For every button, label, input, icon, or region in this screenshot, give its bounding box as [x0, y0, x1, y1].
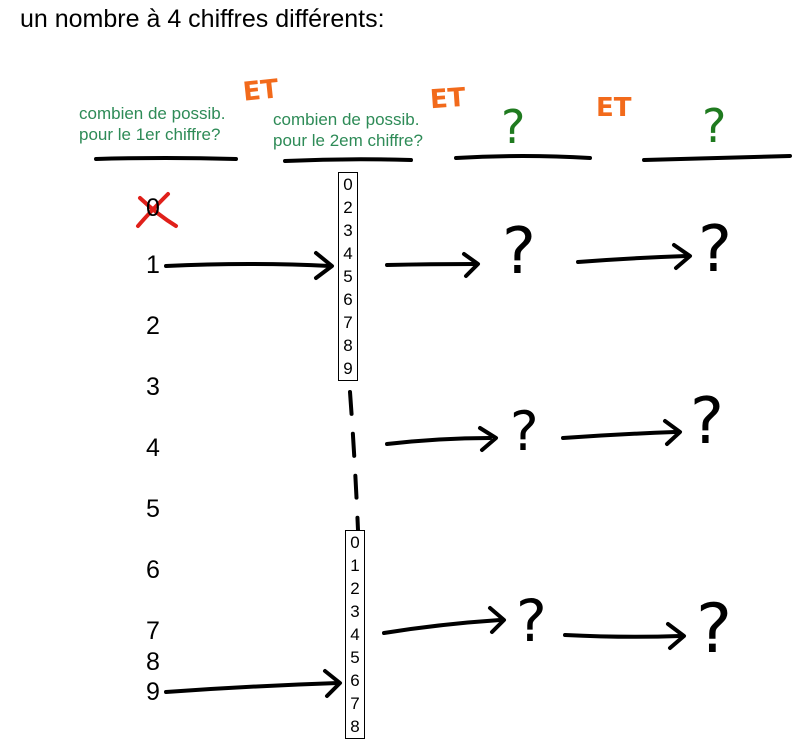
arrow-q1-to-q2 [576, 254, 688, 264]
box-digit: 7 [350, 694, 360, 713]
arrow-mid-q1-to-q2 [561, 430, 677, 440]
first-digit-item: 1 [146, 251, 160, 279]
slot-3-line [454, 154, 592, 160]
first-digit-item: 4 [146, 434, 160, 462]
second-digit-box-bottom: 0 1 2 3 4 5 6 7 8 [345, 530, 365, 739]
arrow-box-to-q1-bottom [382, 618, 502, 635]
box-digit: 5 [343, 267, 353, 286]
box-digit: 8 [350, 717, 360, 736]
branch-question: ? [698, 213, 732, 287]
arrow-box-to-q1-head [462, 252, 480, 278]
connector-et-1: ET [241, 74, 280, 108]
branch-question: ? [516, 587, 547, 655]
slot-4-question: ? [702, 99, 727, 153]
first-digit-item: 2 [146, 312, 160, 340]
branch-question: ? [696, 590, 733, 669]
arrow-1-to-box [164, 262, 332, 268]
branch-question: ? [510, 400, 539, 463]
connector-et-2: ET [428, 82, 467, 116]
arrow-q1-to-q2-head [672, 243, 692, 270]
first-digit-item: 7 [146, 617, 160, 645]
arrow-mid-to-q1 [385, 436, 492, 446]
arrow-9-to-box [164, 681, 340, 694]
box-digit: 0 [350, 533, 360, 552]
slot-2-line [283, 157, 413, 163]
box-digit: 6 [343, 290, 353, 309]
first-digit-item: 3 [146, 373, 160, 401]
connector-et-3: ET [596, 93, 632, 123]
dashed-connector [348, 390, 360, 532]
second-digit-box-top: 0 2 3 4 5 6 7 8 9 [338, 172, 358, 381]
box-digit: 4 [350, 625, 360, 644]
box-digit: 2 [343, 198, 353, 217]
slot-4-line [642, 154, 792, 162]
arrow-mid-to-q1-head [478, 426, 498, 452]
arrow-q1-to-q2-bottom-head [666, 622, 686, 650]
box-digit: 2 [350, 579, 360, 598]
page-title: un nombre à 4 chiffres différents: [20, 5, 385, 33]
box-digit: 5 [350, 648, 360, 667]
first-digit-item: 9 [146, 678, 160, 706]
box-digit: 6 [350, 671, 360, 690]
slot-1-label: combien de possib. pour le 1er chiffre? [79, 104, 226, 144]
box-digit: 3 [350, 602, 360, 621]
first-digit-item: 6 [146, 556, 160, 584]
arrow-box-to-q1-bottom-head [488, 606, 506, 634]
slot-2-label: combien de possib. pour le 2em chiffre? [273, 110, 423, 150]
branch-question: ? [690, 385, 724, 459]
branch-question: ? [502, 215, 536, 289]
arrow-q1-to-q2-bottom [563, 633, 682, 639]
box-digit: 7 [343, 313, 353, 332]
box-digit: 4 [343, 244, 353, 263]
arrow-1-to-box-head [314, 251, 334, 280]
box-digit: 9 [343, 359, 353, 378]
first-digit-item: 5 [146, 495, 160, 523]
box-digit: 8 [343, 336, 353, 355]
box-digit: 3 [343, 221, 353, 240]
arrow-mid-q1-to-q2-head [663, 419, 682, 446]
box-digit: 0 [343, 175, 353, 194]
first-digit-item: 8 [146, 648, 160, 676]
slot-1-line [94, 156, 238, 161]
slot-3-question: ? [501, 100, 526, 154]
arrow-box-to-q1 [385, 262, 478, 267]
arrow-9-to-box-head [323, 669, 342, 698]
box-digit: 1 [350, 556, 360, 575]
first-digit-crossed: 0 [146, 194, 160, 222]
